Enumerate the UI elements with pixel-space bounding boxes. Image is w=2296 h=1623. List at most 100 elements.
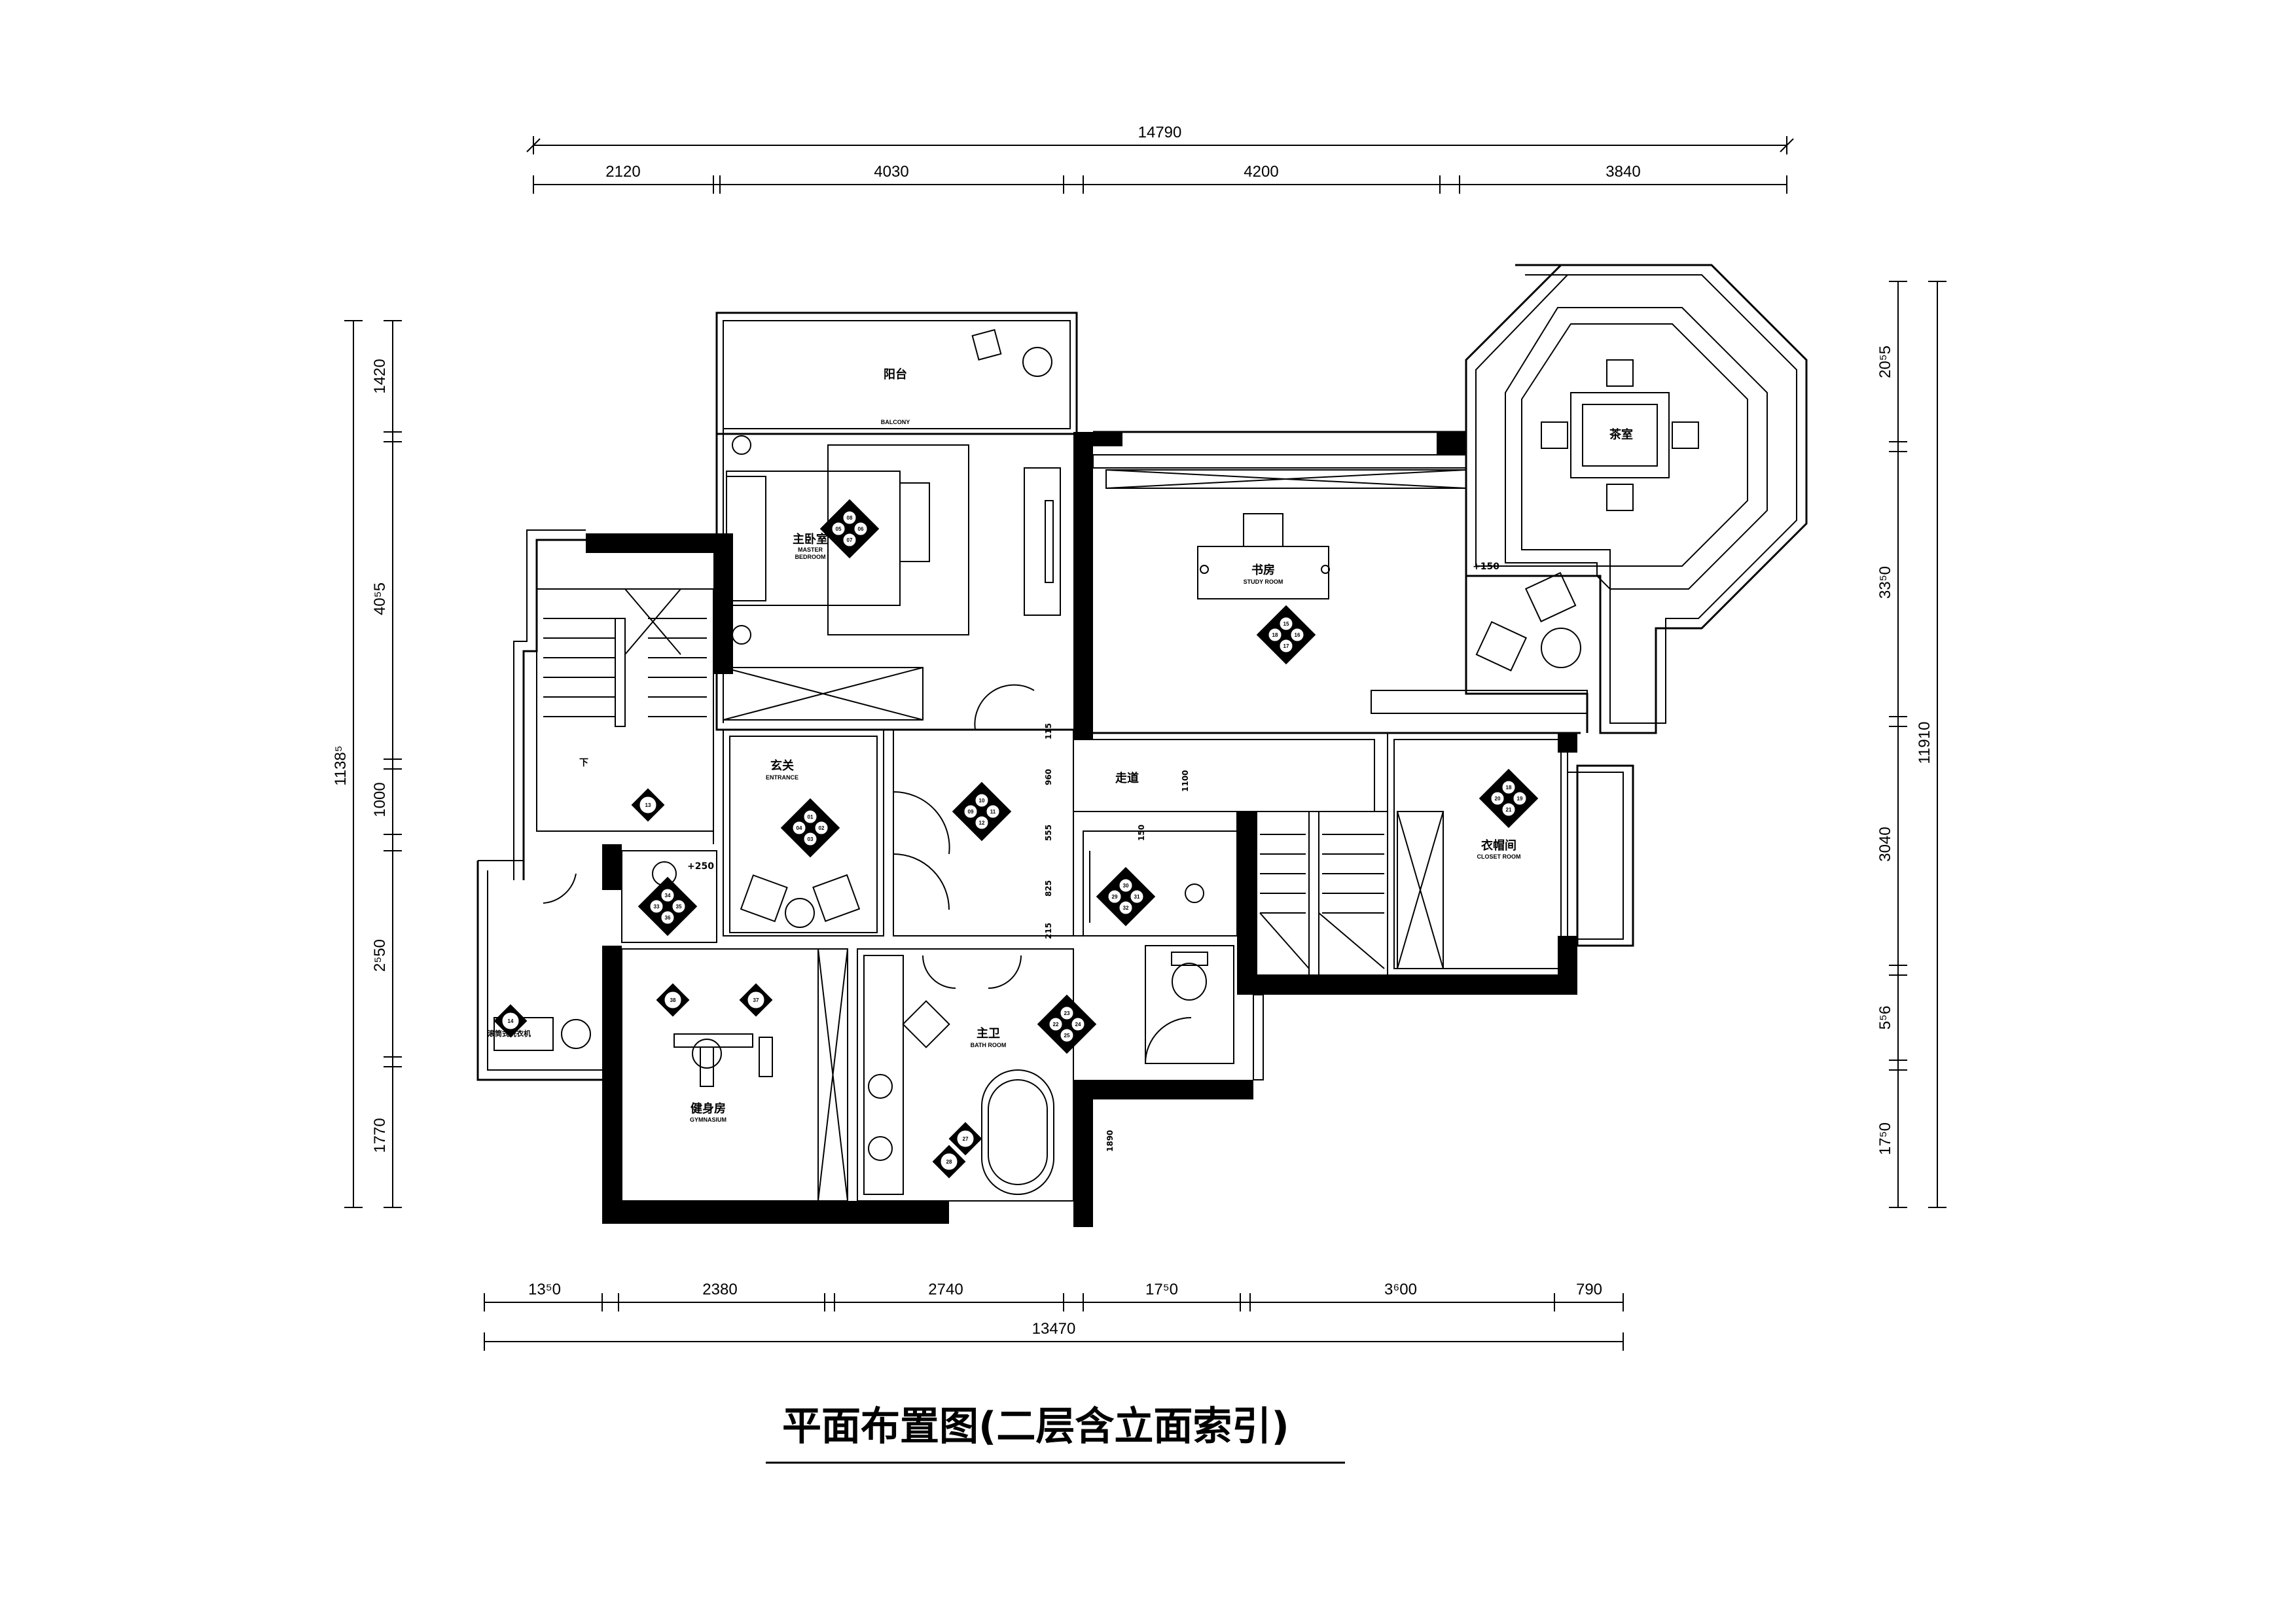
stair-right	[1259, 834, 1385, 969]
svg-text:23: 23	[1064, 1010, 1070, 1016]
label-master-bedroom-en1: MASTER	[798, 546, 823, 553]
svg-text:12: 12	[979, 820, 985, 826]
note-dim-825: 825	[1044, 880, 1053, 897]
label-master-bedroom-en2: BEDROOM	[795, 554, 826, 560]
svg-text:35: 35	[676, 904, 682, 910]
svg-text:20: 20	[1495, 796, 1501, 802]
note-dim-1890: 1890	[1105, 1130, 1115, 1152]
note-dim-960: 960	[1044, 769, 1053, 785]
label-entrance-en: ENTRANCE	[766, 774, 798, 781]
svg-text:25: 25	[1064, 1033, 1070, 1039]
bottom-dimension-chain: 13⁵0 2380 2740 17⁵0 3⁶00 790 13470	[484, 1281, 1624, 1351]
svg-text:27: 27	[963, 1136, 969, 1142]
label-corridor-cn: 走道	[1115, 771, 1139, 785]
single-index-bath-1: 27	[948, 1122, 982, 1156]
dim-bottom-total: 13470	[1032, 1320, 1076, 1338]
dim-right-seg-5: 17⁵0	[1876, 1122, 1894, 1155]
dim-bottom-seg-2: 2380	[702, 1281, 737, 1298]
svg-text:15: 15	[1283, 621, 1289, 627]
label-gym-cn: 健身房	[691, 1101, 726, 1116]
svg-text:28: 28	[946, 1159, 952, 1165]
elevation-index-bath: 23 22 24 25	[1037, 994, 1097, 1054]
svg-text:08: 08	[847, 515, 853, 521]
notes: +150 +250 下 滚筒式洗衣机 115 960 555 825 215 1…	[488, 562, 1499, 1152]
note-level-entrance: +250	[687, 861, 714, 872]
label-bath-cn: 主卫	[977, 1026, 1000, 1041]
dim-top-total: 14790	[1138, 124, 1182, 141]
svg-text:03: 03	[808, 836, 814, 842]
single-index-laundry: 14	[493, 1004, 528, 1038]
dim-left-seg-1: 1420	[371, 359, 389, 393]
left-dimension-chain: 1138⁵ 1420 40⁵5 1000 2⁵50 1770	[332, 320, 402, 1208]
note-stair-down: 下	[579, 758, 588, 768]
label-master-bedroom-cn: 主卧室	[793, 532, 828, 546]
svg-text:04: 04	[797, 825, 802, 831]
svg-text:05: 05	[836, 526, 842, 532]
svg-text:07: 07	[847, 537, 853, 543]
dim-bottom-seg-3: 2740	[928, 1281, 963, 1298]
label-study-cn: 书房	[1251, 563, 1275, 577]
note-dim-1100: 1100	[1181, 770, 1190, 792]
svg-text:24: 24	[1075, 1022, 1081, 1027]
dim-right-seg-2: 33⁵0	[1876, 566, 1894, 599]
dim-right-seg-3: 3040	[1876, 827, 1894, 861]
dim-bottom-seg-5: 3⁶00	[1384, 1281, 1417, 1298]
note-level-study: +150	[1473, 562, 1499, 572]
single-index-bath-2: 28	[932, 1145, 966, 1179]
svg-text:22: 22	[1053, 1022, 1059, 1027]
svg-text:19: 19	[1517, 796, 1523, 802]
note-dim-150: 150	[1137, 825, 1146, 841]
dim-bottom-seg-1: 13⁵0	[528, 1281, 561, 1298]
single-index-gym-1: 38	[656, 983, 690, 1017]
label-closet-en: CLOSET ROOM	[1477, 853, 1521, 860]
label-study-en: STUDY ROOM	[1244, 579, 1283, 585]
label-entrance-cn: 玄关	[770, 758, 794, 773]
svg-text:33: 33	[654, 904, 660, 910]
elevation-index-bedroom: 08 05 06 07	[819, 499, 880, 559]
dim-left-seg-4: 2⁵50	[371, 939, 389, 972]
svg-text:36: 36	[665, 915, 671, 921]
svg-text:32: 32	[1123, 905, 1129, 911]
svg-text:16: 16	[1295, 632, 1300, 638]
label-balcony-en: BALCONY	[881, 419, 910, 425]
dim-left-seg-5: 1770	[371, 1118, 389, 1152]
dim-left-seg-3: 1000	[371, 782, 389, 817]
elevation-index-entrance: 01 04 02 03	[780, 798, 840, 858]
single-index-stair: 13	[631, 788, 665, 822]
right-dimension-chain: 20⁵5 33⁵0 3040 5⁵6 17⁵0 11910	[1876, 281, 1946, 1208]
dim-left-seg-2: 40⁵5	[371, 582, 389, 615]
svg-text:09: 09	[968, 809, 974, 815]
svg-text:06: 06	[858, 526, 864, 532]
label-gym-en: GYMNASIUM	[690, 1116, 726, 1123]
elevation-index-corridor: 10 09 11 12	[952, 781, 1012, 842]
top-dimension-chain: 14790 2120 4030 4200 3840	[526, 124, 1794, 194]
dim-top-seg-2: 4030	[874, 163, 908, 181]
dim-top-seg-1: 2120	[605, 163, 640, 181]
dim-left-total: 1138⁵	[332, 745, 350, 786]
elevation-index-small-room: 34 33 35 36	[637, 876, 698, 936]
svg-text:02: 02	[819, 825, 825, 831]
single-index-gym-2: 37	[739, 983, 773, 1017]
drawing-title: 平面布置图(二层含立面索引)	[782, 1404, 1289, 1450]
svg-text:30: 30	[1123, 883, 1129, 889]
dim-top-seg-4: 3840	[1605, 163, 1640, 181]
dim-bottom-seg-6: 790	[1576, 1281, 1602, 1298]
svg-text:18: 18	[1272, 632, 1278, 638]
svg-text:17: 17	[1283, 643, 1289, 649]
stair-left	[543, 588, 707, 727]
svg-text:18: 18	[1506, 785, 1512, 791]
svg-text:37: 37	[753, 997, 759, 1003]
dim-right-seg-4: 5⁵6	[1876, 1006, 1894, 1030]
svg-text:11: 11	[990, 809, 996, 815]
svg-text:34: 34	[665, 893, 671, 899]
furniture	[493, 329, 1699, 1195]
svg-text:21: 21	[1506, 807, 1512, 813]
elevation-index-closet: 18 20 19 21	[1479, 768, 1539, 829]
dim-right-total: 11910	[1916, 722, 1933, 764]
label-closet-cn: 衣帽间	[1481, 838, 1516, 853]
drawing-title-block: 平面布置图(二层含立面索引)	[766, 1404, 1345, 1464]
note-dim-215: 215	[1044, 923, 1053, 939]
label-balcony-cn: 阳台	[884, 367, 907, 382]
svg-text:29: 29	[1112, 894, 1118, 900]
elevation-index-markers: 08 05 06 07 15 18 16 17 01 04 02 03	[493, 499, 1539, 1179]
